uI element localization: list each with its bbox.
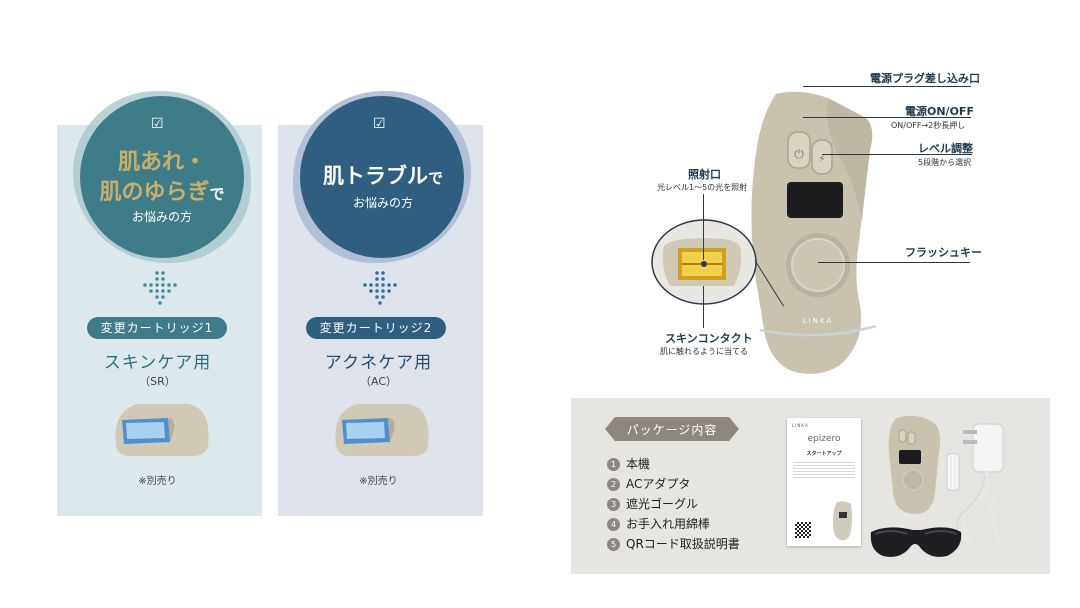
svg-text:⚡: ⚡ bbox=[818, 154, 825, 165]
cartridge-code: （AC） bbox=[359, 375, 397, 388]
cartridge-image-sr bbox=[115, 404, 209, 456]
package-device-image bbox=[888, 415, 941, 514]
device-brand-text: LINKA bbox=[803, 317, 833, 325]
package-title-banner bbox=[605, 417, 739, 441]
manual-brand: LINKA bbox=[792, 423, 809, 428]
callout-power-sub: ON/OFF→2秒長押し bbox=[891, 121, 966, 130]
device-illustration: ⏻ ⚡ LINKA bbox=[751, 91, 877, 374]
check-icon: ☑ bbox=[373, 116, 386, 132]
svg-text:⏻: ⏻ bbox=[794, 147, 804, 161]
headline-line1: 肌あれ・ bbox=[117, 149, 206, 175]
callout-level-sub: 5段階から選択 bbox=[918, 158, 972, 167]
aperture-magnifier bbox=[651, 219, 757, 305]
headline-circle bbox=[300, 96, 464, 258]
manual-product: epizero bbox=[807, 434, 841, 444]
qr-code-icon bbox=[795, 522, 811, 538]
callout-contact-sub: 肌に触れるように当てる bbox=[660, 347, 748, 356]
headline-line2: 肌のゆらぎで bbox=[99, 179, 225, 205]
callout-contact-line bbox=[703, 286, 704, 328]
cartridge-badge: 変更カートリッジ1 bbox=[87, 317, 227, 339]
callout-aperture-title: 照射口 bbox=[688, 168, 721, 181]
cartridge-image-ac bbox=[335, 404, 429, 456]
manual-card: LINKA epizero スタートアップ bbox=[787, 418, 861, 546]
cartridge-code: （SR） bbox=[139, 375, 176, 388]
cartridge-title: アクネケア用 bbox=[324, 353, 433, 373]
callout-contact-title: スキンコンタクト bbox=[665, 332, 753, 345]
down-arrow-icon bbox=[363, 271, 397, 305]
manual-device-image bbox=[833, 501, 852, 541]
callout-aperture-line bbox=[703, 194, 704, 260]
package-adapter-image bbox=[956, 423, 1004, 555]
callout-flash-line bbox=[818, 262, 970, 263]
callout-aperture-sub: 光レベル1〜5の光を照射 bbox=[657, 183, 748, 192]
headline-subline: お悩みの方 bbox=[131, 210, 192, 224]
down-arrow-icon bbox=[143, 271, 177, 305]
callout-power-plug-title: 電源プラグ差し込み口 bbox=[870, 72, 980, 85]
headline-subline: お悩みの方 bbox=[352, 196, 413, 210]
package-title: パッケージ内容 bbox=[626, 423, 718, 437]
headline-circle bbox=[80, 96, 244, 258]
cartridge-title: スキンケア用 bbox=[103, 353, 212, 373]
manual-text-block bbox=[793, 460, 855, 480]
callout-power-plug-line bbox=[803, 86, 971, 87]
sold-separately-note: ※別売り bbox=[359, 476, 398, 487]
callout-level-line bbox=[822, 154, 972, 155]
sold-separately-note: ※別売り bbox=[138, 476, 177, 487]
callout-flash-title: フラッシュキー bbox=[905, 246, 982, 259]
callout-power-title: 電源ON/OFF bbox=[905, 105, 974, 118]
manual-heading: スタートアップ bbox=[806, 451, 842, 457]
package-swabs-image bbox=[946, 453, 960, 491]
callout-level-title: レベル調整 bbox=[918, 142, 973, 155]
check-icon: ☑ bbox=[151, 116, 164, 132]
package-goggles-image bbox=[870, 527, 962, 557]
callout-power-line bbox=[803, 117, 971, 118]
headline-line1: 肌トラブルで bbox=[322, 163, 443, 188]
cartridge-badge: 変更カートリッジ2 bbox=[306, 317, 446, 339]
